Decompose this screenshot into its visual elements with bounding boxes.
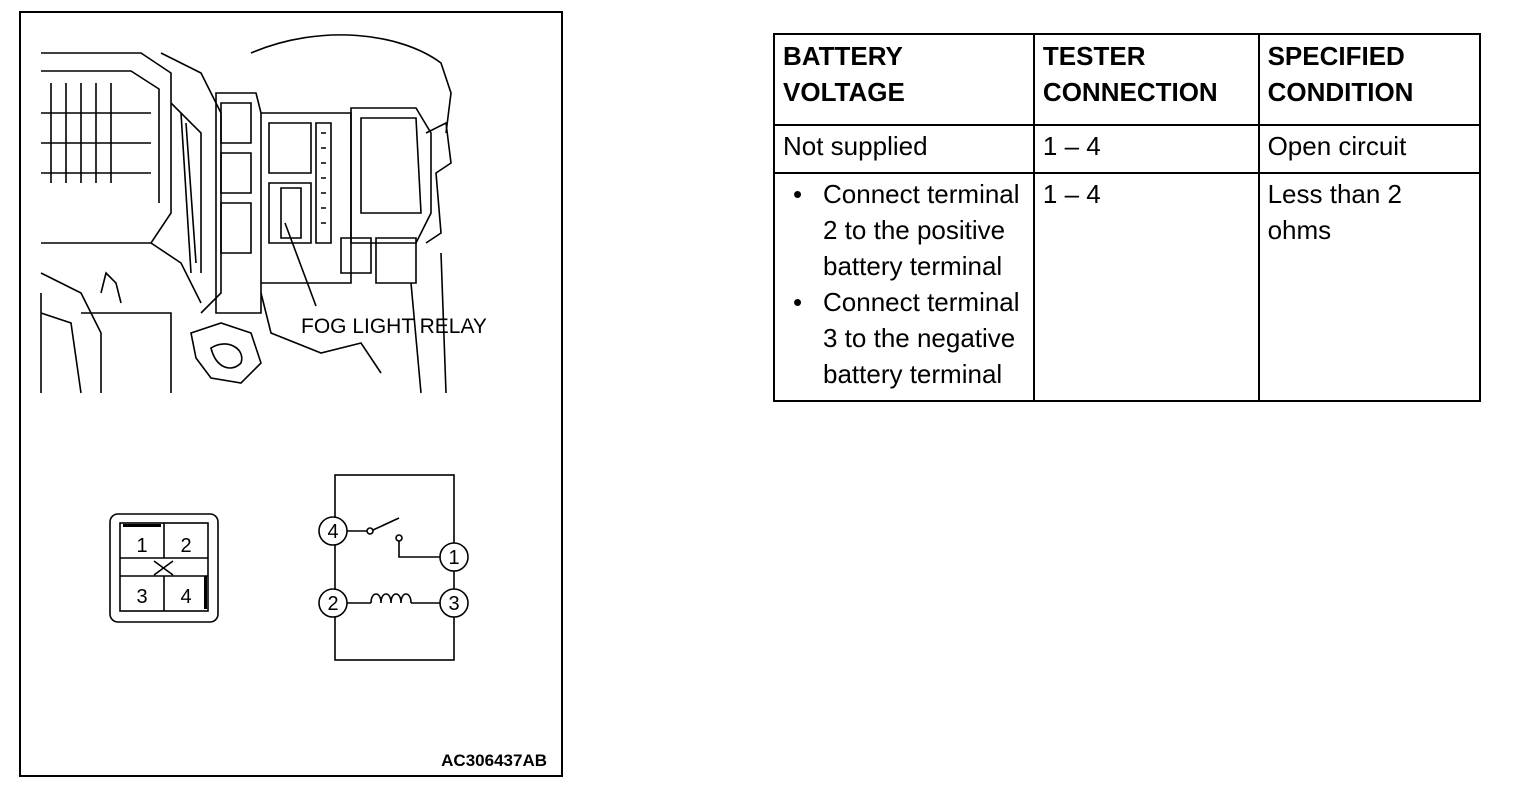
cell-specified-condition: Less than 2 ohms (1257, 172, 1482, 402)
connector-pin-1: 1 (136, 535, 147, 557)
relay-check-table: BATTERY VOLTAGE TESTER CONNECTION SPECIF… (773, 33, 1482, 402)
header-tester-connection: TESTER CONNECTION (1032, 33, 1260, 126)
schematic-pin-2: 2 (327, 593, 338, 615)
header-specified-condition: SPECIFIED CONDITION (1257, 33, 1482, 126)
cell-specified-condition: Open circuit (1257, 124, 1482, 174)
schematic-pin-3: 3 (448, 593, 459, 615)
cell-battery-voltage: Connect terminal 2 to the positive batte… (773, 172, 1035, 402)
table-row: Connect terminal 2 to the positive batte… (773, 172, 1482, 402)
figure-id: AC306437AB (441, 751, 547, 770)
cell-battery-voltage: Not supplied (773, 124, 1035, 174)
list-item: Connect terminal 2 to the positive batte… (793, 176, 1025, 284)
table-row: Not supplied 1 – 4 Open circuit (773, 124, 1482, 174)
list-item: Connect terminal 3 to the negative batte… (793, 284, 1025, 392)
fog-light-relay-callout: FOG LIGHT RELAY (301, 315, 487, 338)
engine-bay-drawing: 1 2 3 4 4 1 2 3 (40, 34, 469, 661)
schematic-pin-1: 1 (448, 547, 459, 569)
schematic-pin-4: 4 (327, 521, 338, 543)
cell-tester-connection: 1 – 4 (1032, 172, 1260, 402)
connector-pin-4: 4 (180, 586, 191, 608)
connector-pin-3: 3 (136, 586, 147, 608)
header-battery-voltage: BATTERY VOLTAGE (773, 33, 1035, 126)
battery-steps-list: Connect terminal 2 to the positive batte… (783, 176, 1025, 392)
table-header-row: BATTERY VOLTAGE TESTER CONNECTION SPECIF… (773, 33, 1482, 126)
cell-tester-connection: 1 – 4 (1032, 124, 1260, 174)
relay-illustration: 1 2 3 4 4 1 2 3 FOG LIGHT RELAY AC306437… (19, 11, 563, 777)
connector-pin-2: 2 (180, 535, 191, 557)
